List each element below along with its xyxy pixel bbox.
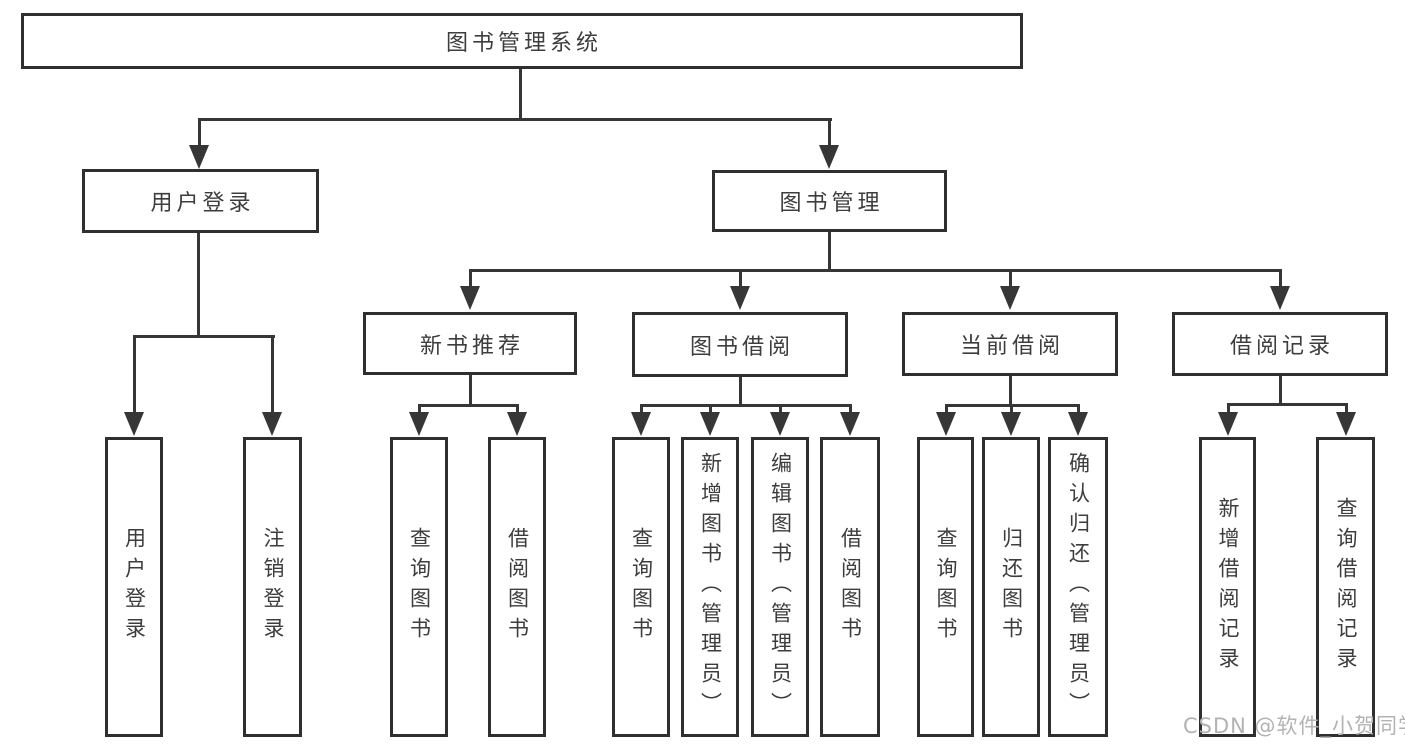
node-confirm-return-admin: 确认归还（管理员） (1048, 437, 1108, 737)
edge-drop (469, 269, 472, 289)
node-query-books-borrow: 查询图书 (612, 437, 670, 737)
node-borrow-books: 借阅图书 (820, 437, 880, 737)
node-label: 借阅记录 (1229, 334, 1334, 359)
arrowhead-icon (460, 286, 480, 310)
arrowhead-icon (770, 412, 790, 436)
node-return-book: 归还图书 (982, 437, 1040, 737)
edge-stem (739, 377, 742, 407)
edge-drop (945, 404, 948, 415)
node-add-book-admin: 新增图书（管理员） (681, 437, 739, 737)
node-label: 用户登录 (122, 527, 147, 647)
edge-drop (1010, 404, 1013, 415)
arrowhead-icon (189, 145, 209, 169)
edge-stem (1279, 376, 1282, 406)
node-book-borrow: 图书借阅 (632, 312, 848, 377)
arrowhead-icon (1336, 412, 1356, 436)
node-label: 归还图书 (999, 527, 1024, 647)
edge-drop (849, 404, 852, 415)
edge-drop (640, 404, 643, 415)
edge-root-stem (519, 69, 522, 119)
node-label: 当前借阅 (959, 334, 1064, 359)
arrowhead-icon (1068, 412, 1088, 436)
node-borrow-records: 借阅记录 (1172, 312, 1388, 376)
arrowhead-icon (1001, 412, 1021, 436)
node-label: 用户登录 (150, 191, 255, 216)
node-label: 查询图书 (934, 527, 958, 647)
arrowhead-icon (1270, 286, 1290, 310)
edge-user-login-drop (198, 118, 201, 148)
node-label: 图书管理系统 (445, 31, 602, 56)
node-user-login-group: 用户登录 (82, 169, 319, 233)
edge-drop (1227, 403, 1230, 415)
node-library-management-system: 图书管理系统 (21, 13, 1023, 69)
edge-drop (133, 335, 136, 415)
arrowhead-icon (1000, 286, 1020, 310)
edge-book-mgmt-stem (828, 232, 831, 272)
edge-drop (1345, 403, 1348, 415)
edge-drop (516, 404, 519, 415)
edge-root-rail (198, 118, 832, 121)
arrowhead-icon (730, 286, 750, 310)
arrowhead-icon (700, 412, 720, 436)
arrowhead-icon (124, 412, 144, 436)
node-user-login: 用户登录 (105, 437, 163, 737)
csdn-watermark: CSDN @软件_小贺同学 (1183, 714, 1405, 738)
node-label: 新增借阅记录 (1216, 497, 1240, 677)
node-label: 借阅图书 (838, 527, 863, 647)
node-label: 查询图书 (629, 527, 654, 647)
node-book-management: 图书管理 (712, 170, 947, 232)
edge-drop (271, 335, 274, 415)
edge-drop (418, 404, 421, 415)
node-label: 新书推荐 (419, 333, 524, 359)
edge-rail (418, 404, 519, 407)
node-label: 图书借阅 (689, 334, 794, 360)
node-current-borrow: 当前借阅 (902, 312, 1118, 376)
arrowhead-icon (631, 412, 651, 436)
edge-rail (1227, 403, 1347, 406)
arrowhead-icon (1218, 412, 1238, 436)
edge-user-login-stem (197, 233, 200, 337)
edge-drop (709, 404, 712, 415)
arrowhead-icon (840, 412, 860, 436)
node-label: 查询图书 (407, 527, 432, 647)
arrowhead-icon (507, 412, 527, 436)
arrowhead-icon (262, 412, 282, 436)
edge-user-login-rail (133, 335, 275, 338)
edge-stem (469, 375, 472, 407)
node-borrow-books-recommend: 借阅图书 (488, 437, 546, 737)
node-label: 确认归还（管理员） (1066, 452, 1091, 722)
node-label: 编辑图书（管理员） (768, 452, 793, 722)
edge-book-mgmt-rail (469, 269, 1282, 272)
node-query-books-recommend: 查询图书 (390, 437, 448, 737)
node-label: 新增图书（管理员） (698, 452, 723, 722)
edge-book-mgmt-drop (828, 118, 831, 148)
arrowhead-icon (409, 412, 429, 436)
node-label: 查询借阅记录 (1334, 497, 1358, 677)
edge-drop (1009, 269, 1012, 289)
edge-rail (640, 404, 851, 407)
node-new-book-recommend: 新书推荐 (363, 312, 577, 375)
arrowhead-icon (819, 145, 839, 169)
node-label: 图书管理 (779, 191, 884, 216)
edge-drop (779, 404, 782, 415)
edge-stem (1009, 376, 1012, 407)
edge-drop (1279, 269, 1282, 289)
node-edit-book-admin: 编辑图书（管理员） (751, 437, 809, 737)
node-label: 注销登录 (261, 527, 285, 647)
node-label: 借阅图书 (505, 527, 530, 647)
node-add-borrow-record: 新增借阅记录 (1199, 437, 1256, 737)
node-query-books-current: 查询图书 (917, 437, 974, 737)
node-query-borrow-record: 查询借阅记录 (1316, 437, 1375, 737)
arrowhead-icon (936, 412, 956, 436)
node-logout: 注销登录 (243, 437, 302, 737)
edge-drop (1077, 404, 1080, 415)
edge-drop (739, 269, 742, 289)
